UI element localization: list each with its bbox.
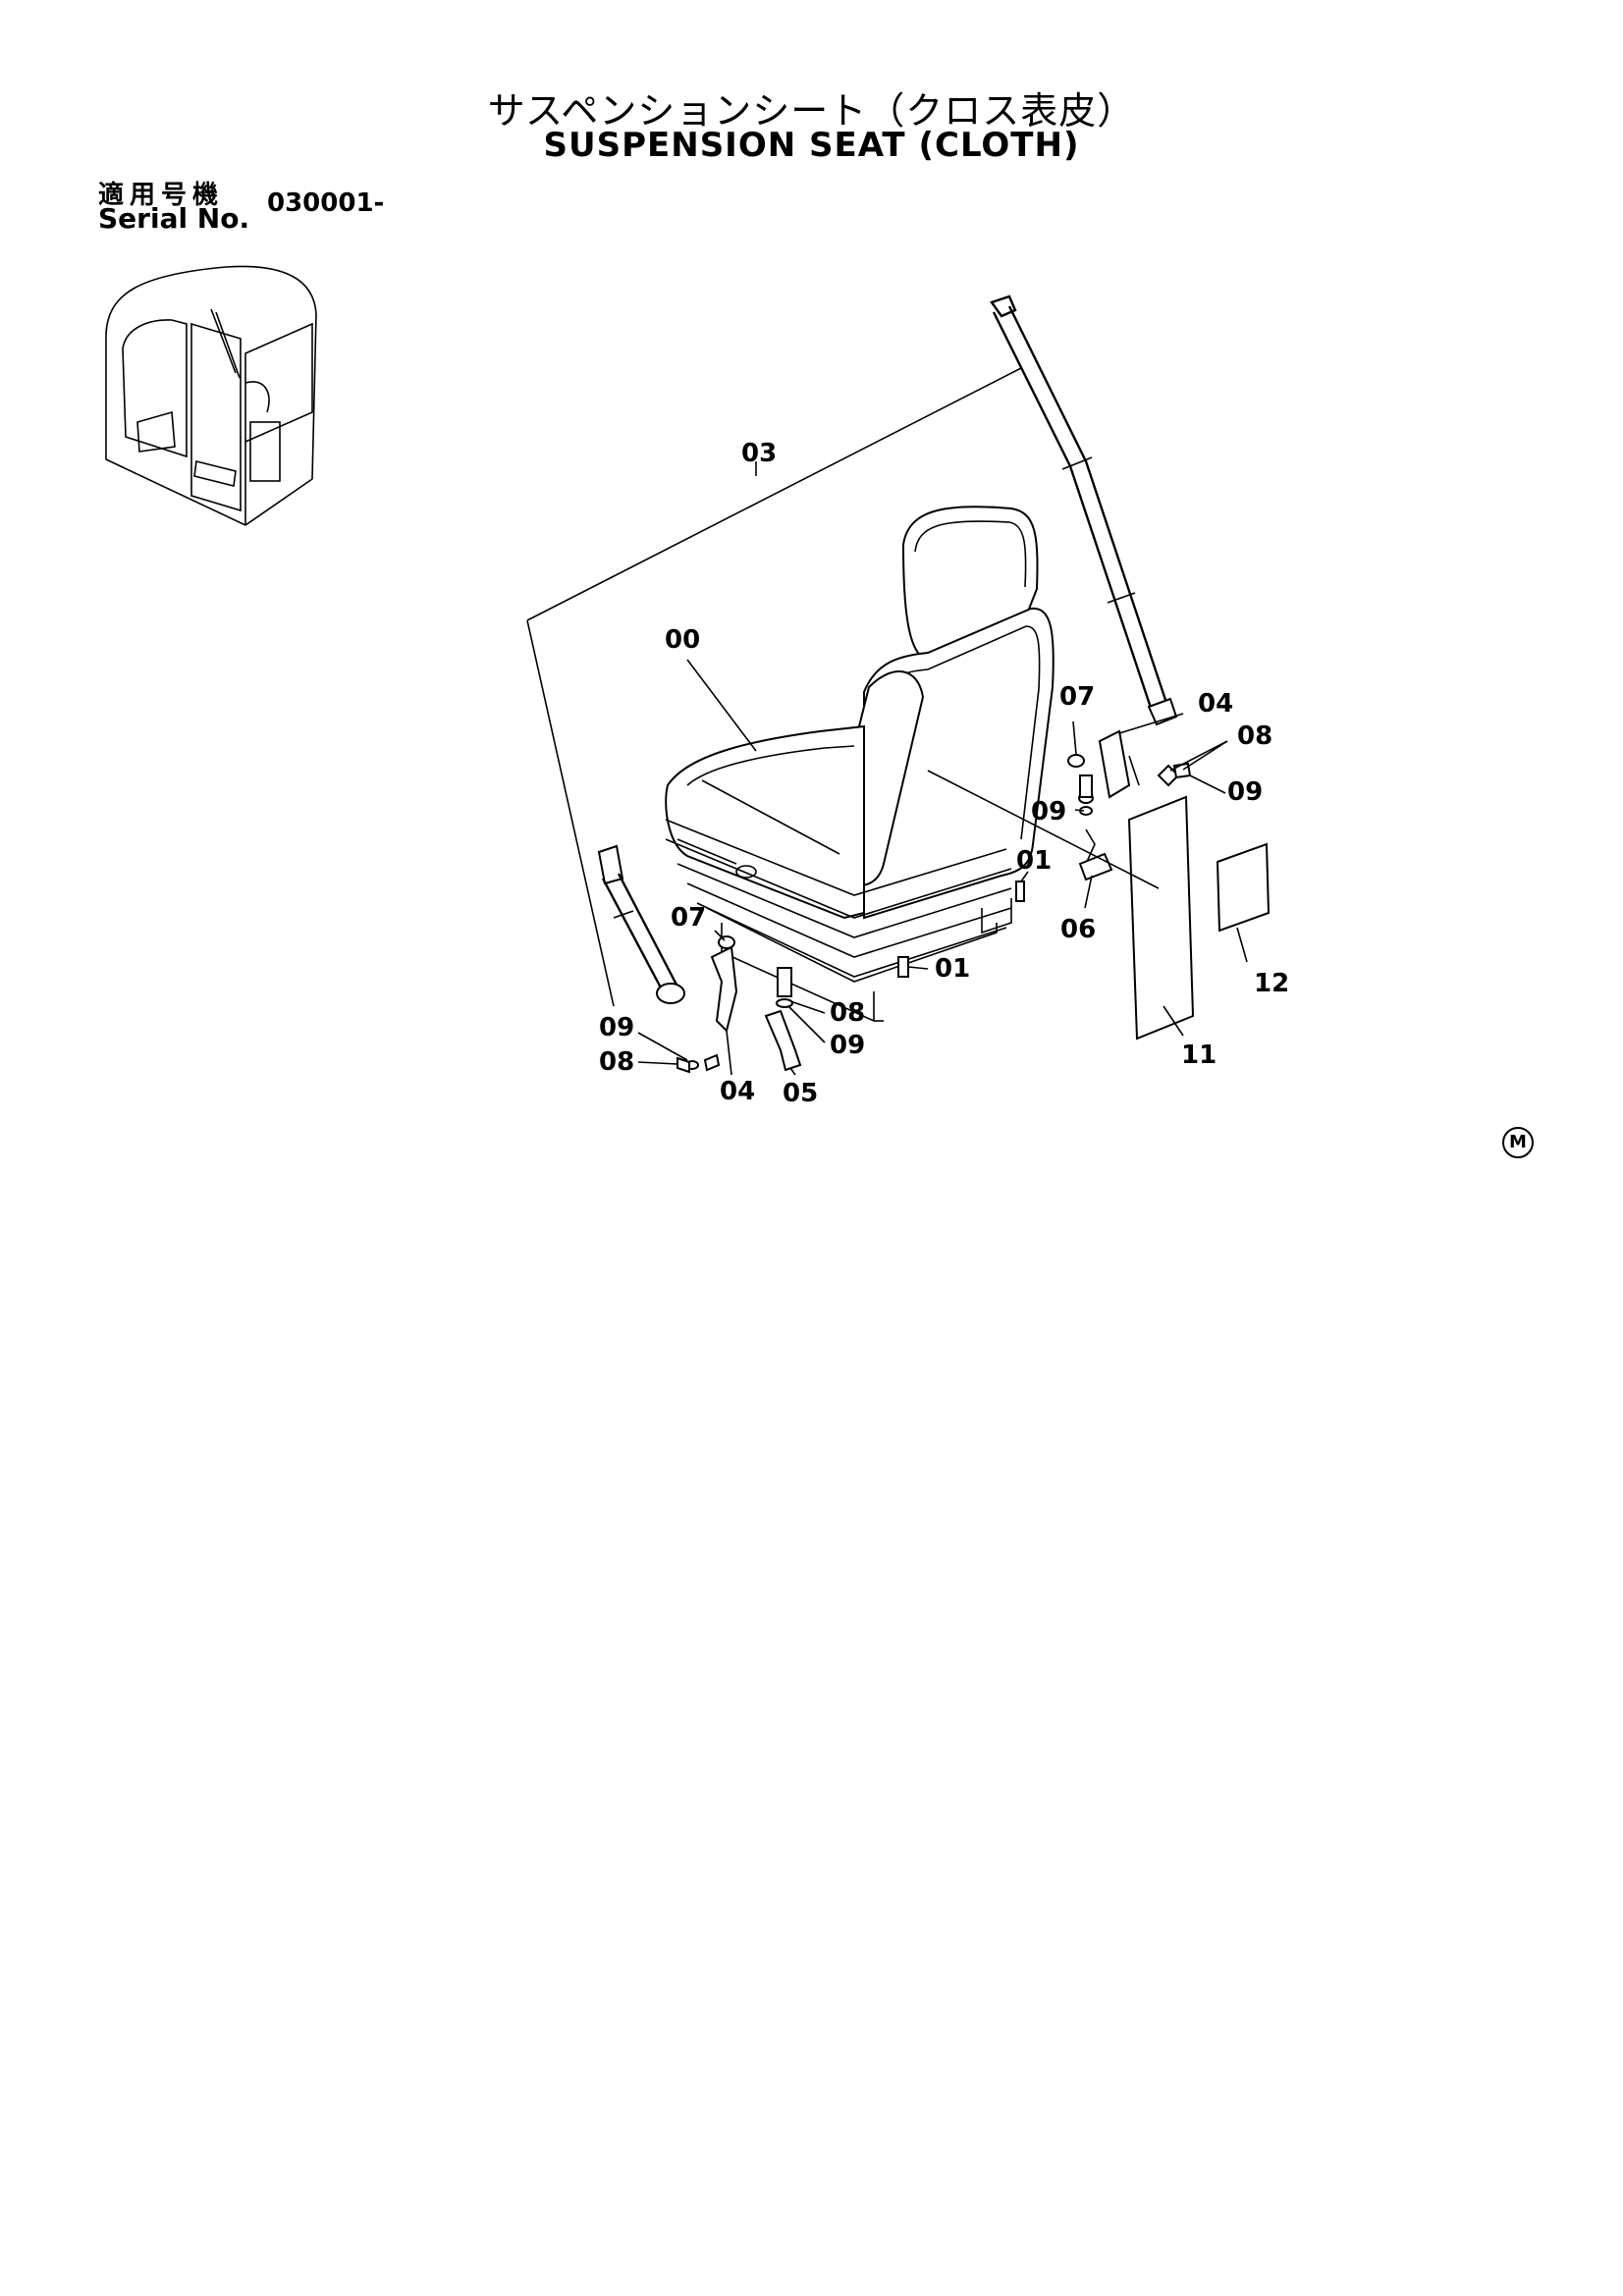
label-part-08-lower-right: 08	[830, 998, 865, 1028]
label-part-07-lower: 07	[671, 903, 706, 933]
serial-label: Serial No.	[98, 202, 250, 235]
serial-number-value: 030001-	[267, 188, 385, 218]
label-part-09-lower-right: 09	[830, 1031, 865, 1060]
leader-lines	[637, 461, 1248, 1076]
label-part-00: 00	[665, 625, 700, 655]
suspension-seat	[665, 506, 1055, 1023]
label-part-04-lower: 04	[720, 1077, 755, 1106]
serial-label-japanese: 適用号機	[98, 181, 225, 210]
label-part-09-center: 09	[1031, 797, 1066, 827]
label-part-01-lower: 01	[935, 954, 970, 984]
label-part-06: 06	[1060, 915, 1096, 944]
label-part-04-upper: 04	[1198, 689, 1233, 719]
label-part-01-upper: 01	[1016, 846, 1052, 876]
seat-belt-assembly	[526, 294, 1178, 1007]
cab-location-thumbnail	[105, 265, 317, 526]
page-title-japanese: サスペンションシート（クロス表皮）	[487, 89, 1136, 133]
label-part-09-lower-left: 09	[599, 1013, 634, 1042]
label-part-07-upper: 07	[1059, 682, 1095, 712]
page-title: SUSPENSION SEAT (CLOTH)	[543, 126, 1080, 165]
label-part-08-upper: 08	[1237, 721, 1272, 751]
label-part-09-right: 09	[1227, 777, 1263, 807]
label-part-03: 03	[741, 439, 777, 468]
model-mark-badge: M	[1502, 1127, 1534, 1158]
cover-plates	[1127, 795, 1271, 1041]
label-part-05: 05	[783, 1079, 818, 1108]
label-part-12: 12	[1254, 969, 1289, 998]
hardware-parts	[676, 729, 1192, 1074]
label-part-08-lower-left: 08	[599, 1047, 634, 1077]
label-part-11: 11	[1181, 1041, 1217, 1070]
